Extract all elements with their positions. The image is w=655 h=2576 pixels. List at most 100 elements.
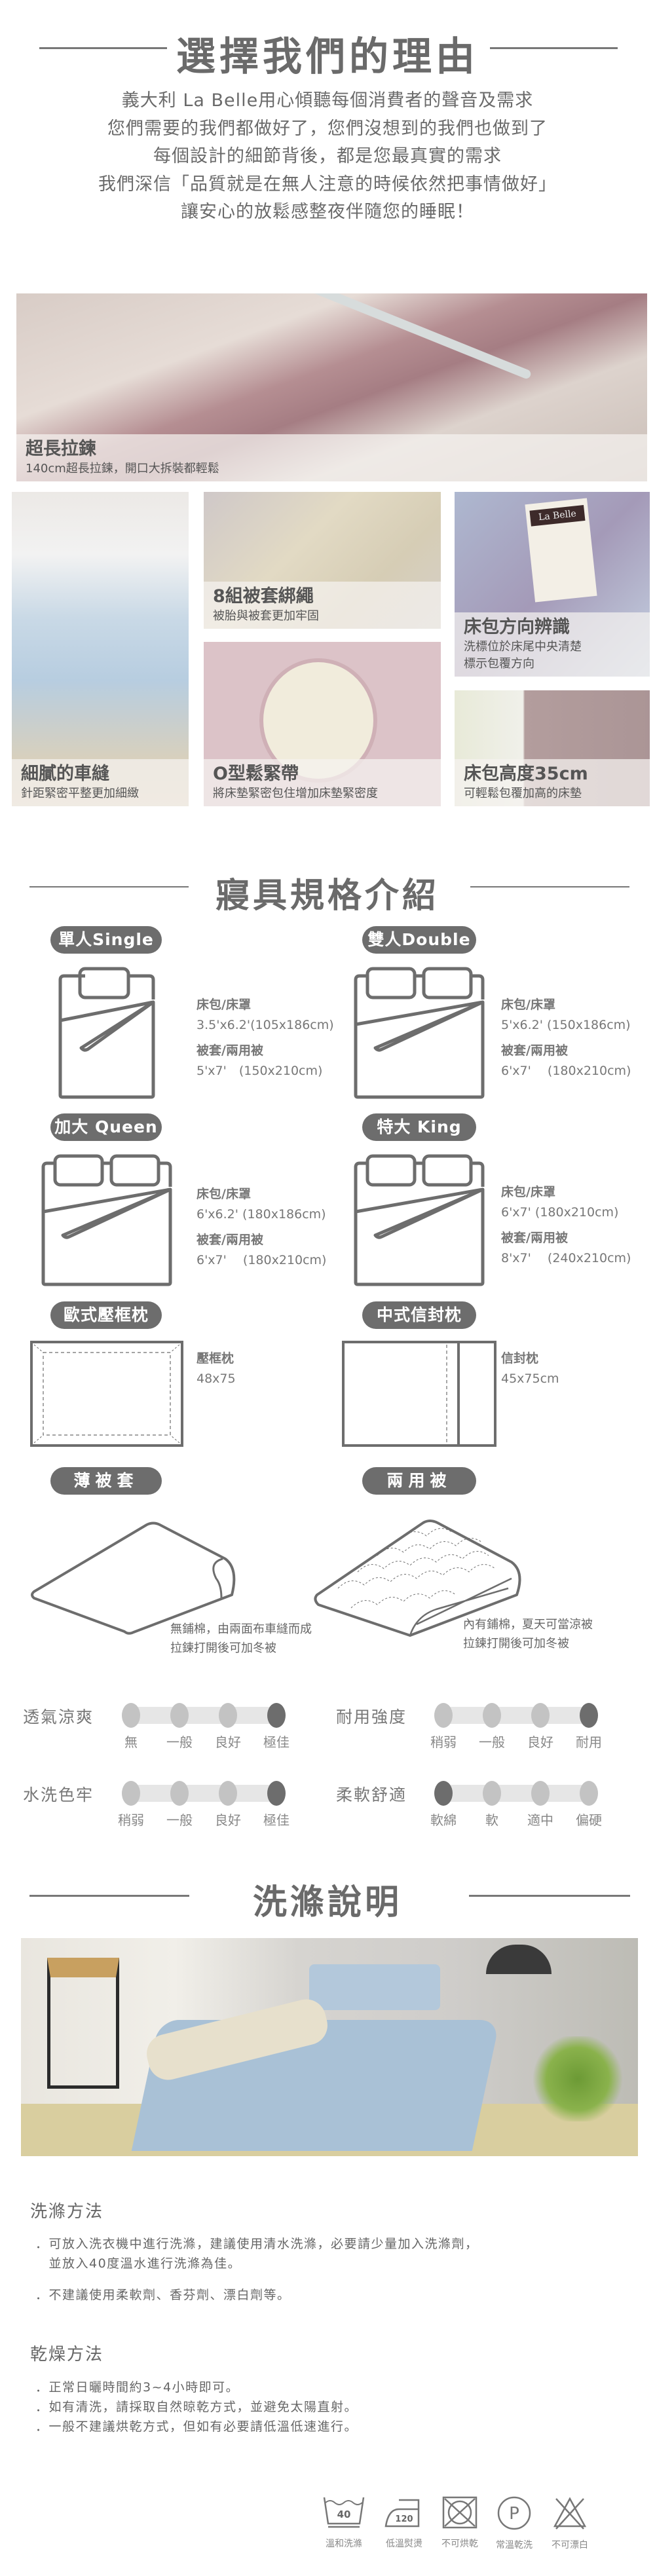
feature-desc: 洗標位於床尾中央清楚 <box>464 640 582 654</box>
spec-value: 6'x7' (180x210cm) <box>196 1253 327 1267</box>
title-rule-left <box>29 886 189 887</box>
zipper-shape <box>273 293 533 381</box>
photo-label: La Belle 床包方向辨識洗標位於床尾中央清楚標示包覆方向 <box>455 492 650 677</box>
pillow-pill-envelope: 中式信封枕 <box>362 1301 476 1329</box>
queen-bed-icon <box>41 1154 172 1286</box>
section-title-care: 洗滌說明 <box>252 1883 402 1922</box>
rating-tick-label: 一般 <box>166 1734 193 1750</box>
quilt-desc-line: 拉鍊打開後可加冬被 <box>170 1641 276 1655</box>
rating-dot-active <box>267 1703 286 1728</box>
intro-line: 每個設計的細節背後，都是您最真實的需求 <box>153 146 502 166</box>
spec-envelope-pillow: 信封枕 45x75cm <box>501 1349 559 1389</box>
rating-tick-label: 無 <box>124 1734 138 1750</box>
intro-line: 您們需要的我們都做好了，您們沒想到的我們也做到了 <box>107 118 548 139</box>
rating-label: 水洗色牢 <box>23 1785 94 1804</box>
photo-ties: 8組被套綁繩被胎與被套更加牢固 <box>204 492 441 629</box>
rating-dot <box>170 1703 189 1728</box>
dry-clean-p-icon: P <box>497 2496 531 2530</box>
spec-value: 6'x6.2' (180x186cm) <box>196 1207 326 1222</box>
rating-label: 柔軟舒適 <box>336 1785 407 1804</box>
rating-dot <box>531 1781 550 1806</box>
rating-dot <box>219 1703 237 1728</box>
pillow-pill-euro: 歐式壓框枕 <box>50 1301 162 1329</box>
spec-label: 被套/兩用被 <box>501 1043 568 1058</box>
single-bed-icon <box>58 967 155 1099</box>
feature-title: 細膩的車縫 <box>21 764 109 784</box>
feature-desc: 針距緊密平整更加細緻 <box>21 787 139 800</box>
title-rule-right <box>469 1895 630 1897</box>
spec-value: 3.5'x6.2'(105x186cm) <box>196 1018 334 1032</box>
spec-single: 床包/床罩 3.5'x6.2'(105x186cm) 被套/兩用被 5'x7' … <box>196 995 334 1081</box>
thin-duvet-cover-icon <box>31 1521 236 1635</box>
quilt-desc-line: 拉鍊打開後可加冬被 <box>463 1637 569 1651</box>
spec-value: 5'x6.2' (150x186cm) <box>501 1018 631 1032</box>
spec-label: 被套/兩用被 <box>501 1231 568 1245</box>
care-no-bleach: 不可漂白 <box>547 2496 593 2551</box>
spec-label: 床包/床罩 <box>501 998 555 1012</box>
rating-tick-label: 良好 <box>527 1734 553 1750</box>
spec-label: 被套/兩用被 <box>196 1043 263 1058</box>
bed-pillow <box>309 1964 440 2010</box>
brand-logo: La Belle <box>529 505 586 527</box>
dry-method-title: 乾燥方法 <box>30 2345 104 2364</box>
rating-tick-label: 良好 <box>215 1734 241 1750</box>
dual-use-quilt-icon <box>314 1520 521 1637</box>
feature-title: 床包高度35cm <box>464 764 588 784</box>
rating-scale <box>122 1781 286 1806</box>
rating-dot-active <box>434 1781 453 1806</box>
wash-item: ．可放入洗衣機中進行洗滌，建議使用清水洗滌，必要請少量加入洗滌劑， <box>35 2237 479 2251</box>
feature-title: 床包方向辨識 <box>464 617 570 637</box>
photo-stitching: 細膩的車縫針距緊密平整更加細緻 <box>12 492 189 806</box>
iron-icon: 120 <box>384 2499 420 2528</box>
feature-desc: 140cm超長拉鍊，開口大拆裝都輕鬆 <box>26 462 219 476</box>
wash-method-title: 洗滌方法 <box>30 2202 104 2222</box>
size-pill-single: 單人Single <box>50 926 162 954</box>
spec-label: 床包/床罩 <box>196 998 251 1012</box>
rating-dot <box>483 1703 501 1728</box>
title-rule-right <box>470 886 629 887</box>
rating-dot-active <box>267 1781 286 1806</box>
photo-bedroom <box>21 1938 638 2156</box>
spec-value: 6'x7' (180x210cm) <box>501 1205 619 1220</box>
spec-value: 48x75 <box>196 1372 236 1386</box>
care-dry-clean: P 常溫乾洗 <box>491 2496 537 2551</box>
rating-label: 透氣涼爽 <box>23 1708 94 1727</box>
dry-item: ．一般不建議烘乾方式，但如有必要請低溫低速進行。 <box>35 2419 358 2434</box>
spec-value: 5'x7' (150x210cm) <box>196 1064 323 1078</box>
feature-title: 超長拉鍊 <box>26 439 96 459</box>
care-label: 不可漂白 <box>552 2540 588 2550</box>
rating-tick-label: 稍弱 <box>118 1812 144 1828</box>
size-pill-double: 雙人Double <box>362 926 476 954</box>
thin-duvet-desc: 無鋪棉，由兩面布車縫而成 拉鍊打開後可加冬被 <box>170 1620 312 1658</box>
care-label: 低溫熨燙 <box>386 2539 422 2549</box>
title-rule-right <box>490 47 618 49</box>
dry-method-list: ．正常日曬時間約3~4小時即可。 ．如有清洗，請採取自然晾乾方式，並避免太陽直射… <box>35 2378 358 2436</box>
dual-quilt-desc: 內有鋪棉，夏天可當涼被 拉鍊打開後可加冬被 <box>463 1615 593 1653</box>
size-pill-queen: 加大 Queen <box>50 1113 162 1141</box>
care-label-tag: La Belle <box>525 498 597 603</box>
fern-plant <box>532 2036 624 2121</box>
rating-dot <box>483 1781 501 1806</box>
rating-tick-label: 適中 <box>527 1812 553 1828</box>
rating-dot <box>219 1781 237 1806</box>
feature-desc: 可輕鬆包覆加高的床墊 <box>464 787 582 800</box>
title-rule-left <box>39 47 167 49</box>
pendant-lamp <box>486 1945 552 1974</box>
no-bleach-icon <box>553 2497 587 2529</box>
spec-double: 床包/床罩 5'x6.2' (150x186cm) 被套/兩用被 6'x7' (… <box>501 995 631 1081</box>
rating-scale <box>122 1703 286 1728</box>
spec-label: 床包/床罩 <box>196 1187 251 1201</box>
care-num: 120 <box>395 2514 413 2524</box>
wash-method-list: ．可放入洗衣機中進行洗滌，建議使用清水洗滌，必要請少量加入洗滌劑， 並放入40度… <box>35 2234 479 2305</box>
intro-text: 義大利 La Belle用心傾聽每個消費者的聲音及需求 您們需要的我們都做好了，… <box>0 87 655 227</box>
title-rule-left <box>29 1895 189 1897</box>
dry-item: ．正常日曬時間約3~4小時即可。 <box>35 2380 240 2395</box>
photo-elastic: O型鬆緊帶將床墊緊密包住增加床墊緊密度 <box>204 642 441 806</box>
rating-tick-label: 耐用 <box>576 1734 602 1750</box>
rating-tick-label: 一般 <box>479 1734 505 1750</box>
quilt-pill-thin: 薄被套 <box>50 1467 162 1495</box>
quilt-desc-line: 內有鋪棉，夏天可當涼被 <box>463 1618 593 1632</box>
rating-dot <box>170 1781 189 1806</box>
care-num: P <box>509 2504 519 2524</box>
dry-item: ．如有清洗，請採取自然晾乾方式，並避免太陽直射。 <box>35 2400 358 2414</box>
